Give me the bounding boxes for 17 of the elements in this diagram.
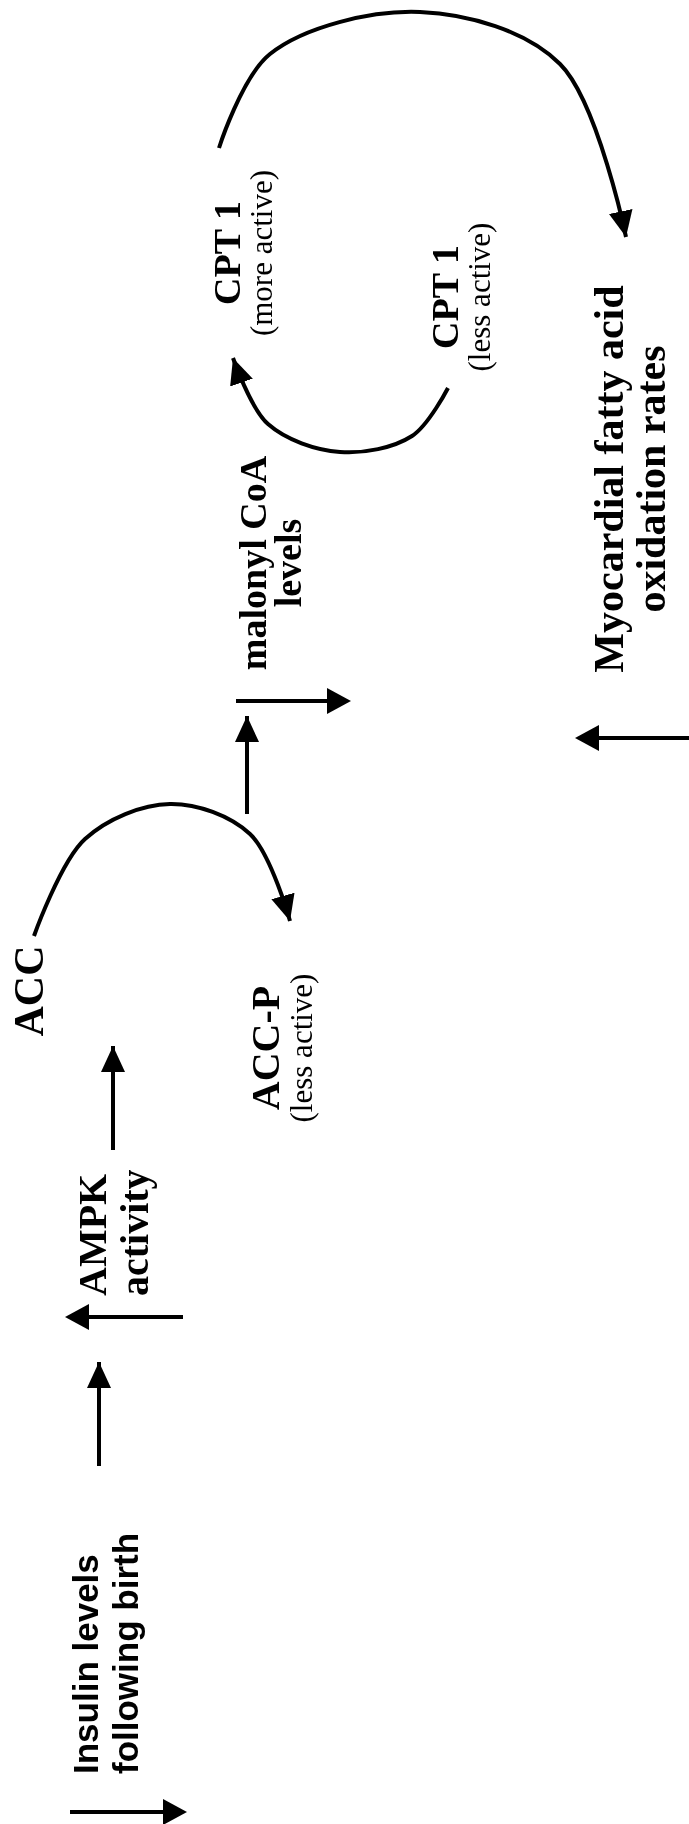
- pathway-label: malonyl CoA levels: [236, 454, 306, 673]
- pathway-label: ACC-P: [246, 984, 286, 1113]
- activity-note: (less active): [286, 972, 317, 1125]
- arrow: [32, 802, 295, 937]
- activity-note: (more active): [246, 168, 277, 339]
- arrow: [101, 1046, 125, 1150]
- arrow: [217, 9, 633, 238]
- pathway-label: AMPK activity: [72, 1168, 156, 1296]
- pathway-label: CPT 1: [208, 200, 246, 307]
- pathway-label: ACC: [8, 944, 50, 1039]
- arrow: [230, 357, 450, 455]
- pathway-label: Myocardial fatty acid oxidation rates: [588, 284, 672, 675]
- arrow: [87, 1362, 111, 1466]
- pathway-label: CPT 1: [426, 244, 464, 351]
- activity-note: (less active): [464, 221, 495, 374]
- pathway-label: Insulin levels following birth: [66, 1531, 147, 1774]
- arrow: [235, 716, 259, 814]
